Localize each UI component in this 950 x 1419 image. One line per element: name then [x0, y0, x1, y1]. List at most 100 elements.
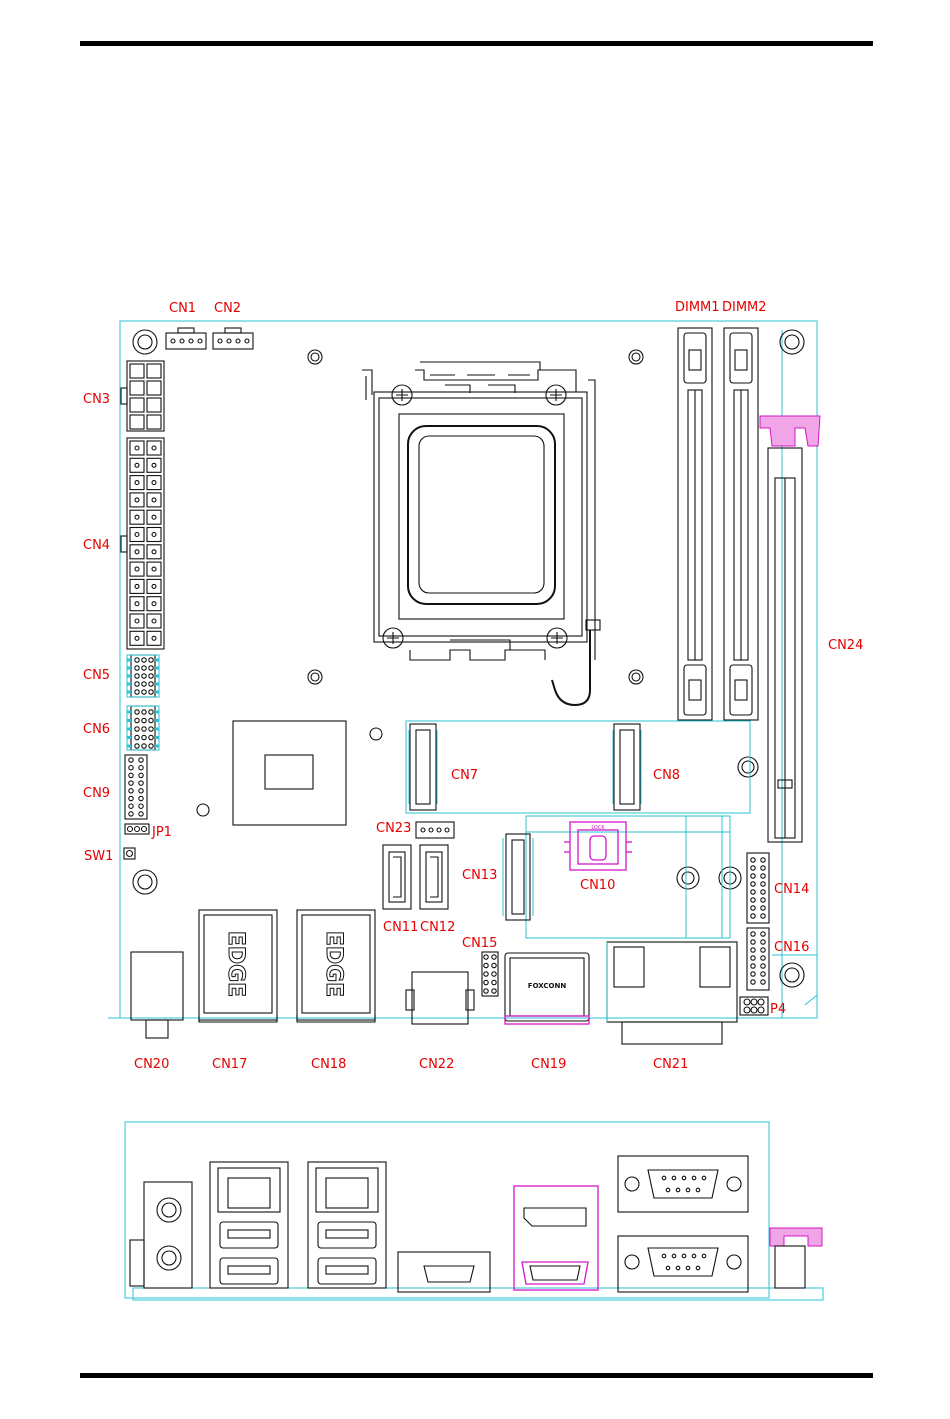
label-cn9: CN9 — [83, 786, 110, 801]
cn14-pin — [751, 874, 755, 878]
label-jp1: JP1 — [151, 825, 172, 840]
p4-connector — [740, 997, 768, 1015]
cn6-pin — [135, 735, 139, 739]
sim-lock-text: LOCK — [591, 825, 605, 831]
cn4-connector — [121, 438, 164, 649]
cn6-pin — [142, 718, 146, 722]
cn19-dp-hdmi: FOXCONN — [505, 953, 589, 1024]
cn16-pin — [761, 964, 765, 968]
label-cn3: CN3 — [83, 392, 110, 407]
cn6-connector — [127, 706, 159, 750]
cpu-socket — [362, 362, 600, 705]
cn16-pin — [761, 932, 765, 936]
label-cn24: CN24 — [828, 638, 863, 653]
label-p4: P4 — [770, 1002, 786, 1017]
cn15-connector — [482, 952, 498, 996]
cn5-pin — [149, 674, 153, 678]
cn17-logo-text: EDGE — [223, 931, 248, 997]
cn9-pin — [129, 781, 133, 785]
cn1-connector — [166, 328, 206, 349]
cn9-pin — [129, 796, 133, 800]
cn16-pin — [761, 980, 765, 984]
cn9-pin — [129, 804, 133, 808]
cn9-pin — [129, 758, 133, 762]
cn6-pin — [149, 735, 153, 739]
mounting-holes — [133, 330, 804, 987]
cn4-pin-cell — [147, 493, 161, 507]
cn14-pin — [751, 898, 755, 902]
cn4-pin-cell — [130, 562, 144, 576]
cn15-pin — [484, 963, 488, 967]
cn10-sim-slot: LOCK — [564, 822, 632, 870]
cn14-pin — [761, 914, 765, 918]
cn15-pin — [492, 972, 496, 976]
label-cn8: CN8 — [653, 768, 680, 783]
label-cn20: CN20 — [134, 1057, 169, 1072]
cn5-pin-mark — [155, 675, 159, 678]
jp1-jumper — [125, 824, 149, 834]
cn4-pin-cell — [130, 614, 144, 628]
label-cn19: CN19 — [531, 1057, 566, 1072]
cn9-pin — [129, 812, 133, 816]
cn14-connector — [747, 853, 769, 923]
cn9-pin — [139, 773, 143, 777]
com-pin — [692, 1254, 696, 1258]
cn4-pin — [135, 446, 139, 450]
cn4-pin — [152, 584, 156, 588]
cn5-pin — [135, 690, 139, 694]
cn4-pin — [152, 463, 156, 467]
cn4-pin — [135, 636, 139, 640]
cn18-logo-text: EDGE — [321, 931, 346, 997]
cn6-pin — [142, 710, 146, 714]
cn4-pin — [152, 515, 156, 519]
cn20-audio-jack — [131, 952, 183, 1038]
label-cn7: CN7 — [451, 768, 478, 783]
cn14-pin — [761, 898, 765, 902]
cn4-pin — [135, 498, 139, 502]
label-dimm2: DIMM2 — [722, 300, 767, 315]
cn22-hdmi — [406, 972, 474, 1024]
cn6-pin-mark — [127, 745, 131, 748]
cn6-pin — [135, 744, 139, 748]
cn5-pin-mark — [127, 683, 131, 686]
cn14-pin — [761, 906, 765, 910]
cn9-pin — [139, 789, 143, 793]
sw1-switch — [124, 848, 135, 859]
cn5-pin-mark — [155, 691, 159, 694]
cn9-pin — [139, 796, 143, 800]
cn4-pin — [135, 567, 139, 571]
com-pin — [662, 1254, 666, 1258]
label-cn6: CN6 — [83, 722, 110, 737]
pch-chip — [233, 721, 346, 825]
label-cn10: CN10 — [580, 878, 615, 893]
cn14-pin — [761, 866, 765, 870]
cn6-pin-mark — [155, 719, 159, 722]
cn5-pin — [135, 674, 139, 678]
cn6-pin — [142, 735, 146, 739]
com-pin — [682, 1254, 686, 1258]
com-pin — [696, 1188, 700, 1192]
cn4-pin-cell — [147, 614, 161, 628]
cn14-pin — [751, 866, 755, 870]
cn9-pin — [129, 766, 133, 770]
label-cn22: CN22 — [419, 1057, 454, 1072]
cn4-pin — [152, 619, 156, 623]
rear-panel — [130, 1156, 822, 1292]
cn4-pin — [135, 515, 139, 519]
com-pin — [666, 1266, 670, 1270]
cn5-pin-mark — [127, 659, 131, 662]
cn6-pin — [149, 727, 153, 731]
cn9-pin — [139, 781, 143, 785]
cn13-m2-slot — [503, 834, 533, 920]
label-cn14: CN14 — [774, 882, 809, 897]
cn4-pin — [152, 446, 156, 450]
cn14-pin — [751, 914, 755, 918]
com-pin — [696, 1266, 700, 1270]
cn5-pin — [149, 690, 153, 694]
cn5-pin — [142, 690, 146, 694]
cn4-pin — [135, 550, 139, 554]
cn4-pin-cell — [147, 458, 161, 472]
cn9-pin — [129, 773, 133, 777]
cn5-pin — [135, 682, 139, 686]
